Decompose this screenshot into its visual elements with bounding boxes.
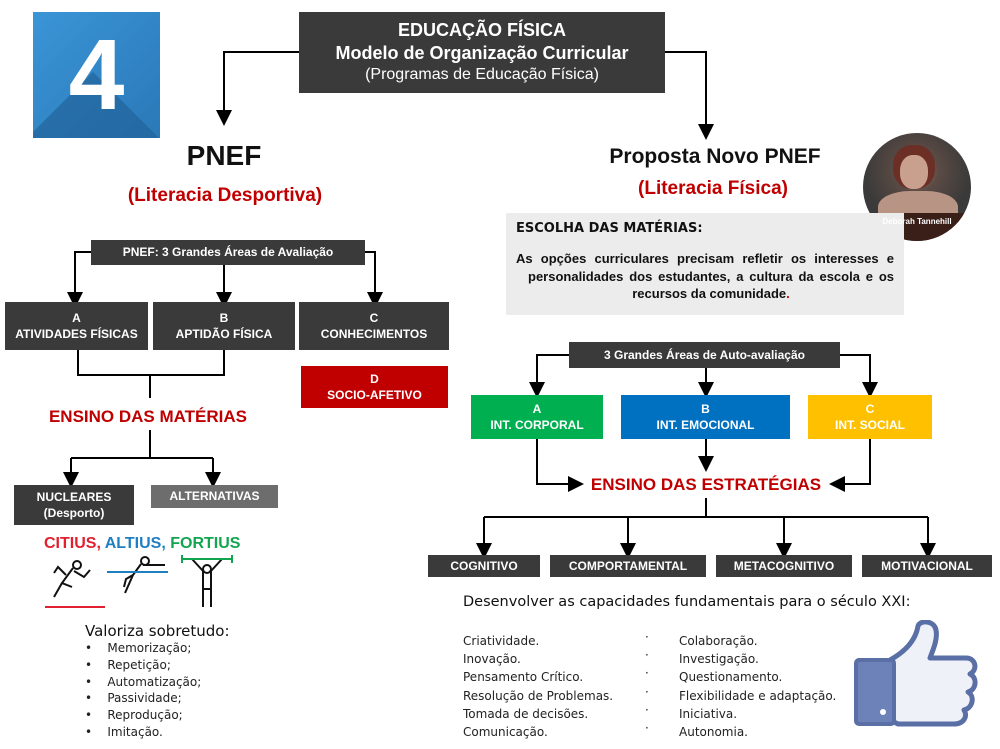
list-item: Autonomia. (679, 725, 748, 740)
list-item: • Automatização; (85, 674, 202, 689)
auto-areas-title: 3 Grandes Áreas de Auto-avaliação (569, 342, 840, 368)
area-letter: C (369, 310, 379, 325)
olympic-motto: CITIUS, ALTIUS, FORTIUS (44, 535, 240, 553)
ensino-estrategias: ENSINO DAS ESTRATÉGIAS (590, 475, 822, 494)
area-label: INT. EMOCIONAL (656, 418, 755, 432)
area-b-box: B APTIDÃO FÍSICA (153, 302, 295, 350)
nucleares-sublabel: (Desporto) (43, 506, 105, 520)
novo-pnef-heading: Proposta Novo PNEF (609, 145, 821, 168)
area-c-box: C CONHECIMENTOS (299, 302, 449, 350)
motto-citius: CITIUS, (44, 535, 101, 552)
area-label: INT. CORPORAL (490, 418, 584, 432)
area-emocional-box: B INT. EMOCIONAL (621, 395, 790, 439)
alternativas-box: ALTERNATIVAS (151, 485, 278, 508)
area-label: SOCIO-AFETIVO (327, 388, 422, 402)
strategy-cognitivo: COGNITIVO (428, 555, 540, 577)
strategy-comportamental: COMPORTAMENTAL (550, 555, 706, 577)
choice-panel: ESCOLHA DAS MATÉRIAS: As opções curricul… (506, 213, 904, 315)
runner-icon (53, 560, 91, 598)
ensino-materias: ENSINO DAS MATÉRIAS (48, 407, 248, 426)
list-item: • Reprodução; (85, 708, 183, 723)
list-item: Comunicação. (463, 725, 548, 740)
choice-period: . (786, 286, 790, 301)
area-letter: A (532, 401, 542, 416)
list-item: Inovação. (463, 652, 521, 667)
pnef-heading: PNEF (186, 140, 262, 171)
title-line2: Modelo de Organização Curricular (335, 43, 629, 64)
strategy-motivacional: MOTIVACIONAL (862, 555, 992, 577)
area-social-box: C INT. SOCIAL (808, 395, 932, 439)
area-label: INT. SOCIAL (834, 418, 905, 432)
title-box: EDUCAÇÃO FÍSICA Modelo de Organização Cu… (299, 12, 665, 93)
list-item: Colaboração. (679, 634, 758, 648)
title-line1: EDUCAÇÃO FÍSICA (397, 19, 566, 40)
high-jumper-icon (123, 556, 165, 594)
choice-title: ESCOLHA DAS MATÉRIAS: (516, 221, 703, 236)
slide-number: 4 (68, 19, 125, 131)
list-item: Criatividade. (463, 634, 540, 648)
values-title: Valoriza sobretudo: (85, 622, 230, 640)
weightlifter-icon (191, 558, 223, 607)
area-corporal-box: A INT. CORPORAL (471, 395, 603, 439)
nucleares-label: NUCLEARES (36, 489, 112, 504)
area-a-box: A ATIVIDADES FÍSICAS (5, 302, 148, 350)
area-d-box: D SOCIO-AFETIVO (301, 366, 448, 408)
list-item: Iniciativa. (679, 706, 738, 721)
list-item: Tomada de decisões. (463, 706, 589, 721)
speaker-caption: Deborah Tannehill (882, 217, 952, 226)
choice-text: As opções curriculares precisam refletir… (516, 251, 894, 301)
list-item: • Memorização; (85, 641, 192, 655)
area-label: CONHECIMENTOS (320, 327, 428, 341)
list-item: • Passividade; (85, 691, 182, 706)
list-item: • Imitação. (85, 724, 163, 739)
title-line3: (Programas de Educação Física) (365, 66, 599, 84)
area-letter: B (219, 310, 229, 325)
list-item: Resolução de Problemas. (463, 688, 614, 703)
list-item: Questionamento. (679, 670, 783, 685)
area-label: APTIDÃO FÍSICA (175, 327, 273, 341)
skills-bullets: ······ (645, 630, 649, 736)
list-item: Pensamento Crítico. (463, 670, 584, 685)
skills-col1: Criatividade. Inovação. Pensamento Críti… (463, 632, 613, 741)
nucleares-box: NUCLEARES (Desporto) (14, 485, 134, 525)
thumbs-up-icon (854, 620, 978, 727)
skills-col2: Colaboração. Investigação. Questionament… (679, 632, 836, 741)
novo-pnef-subheading: (Literacia Física) (638, 178, 788, 199)
slide-number-tile: 4 (33, 12, 160, 138)
sport-pictograms (45, 555, 233, 608)
pnef-areas-title: PNEF: 3 Grandes Áreas de Avaliação (91, 240, 365, 265)
area-letter: A (72, 310, 81, 325)
list-item: • Repetição; (85, 657, 171, 672)
motto-fortius: FORTIUS (170, 535, 241, 552)
values-list: • Memorização; • Repetição; • Automatiza… (85, 640, 201, 741)
area-letter: B (701, 401, 710, 416)
area-letter: C (865, 401, 875, 416)
strategy-metacognitivo: METACOGNITIVO (716, 555, 852, 577)
choice-text-wrap: As opções curriculares precisam refletir… (516, 250, 894, 303)
pnef-subheading: (Literacia Desportiva) (127, 185, 323, 206)
list-item: Investigação. (679, 652, 759, 667)
area-letter: D (370, 371, 379, 386)
area-label: ATIVIDADES FÍSICAS (15, 327, 138, 341)
list-item: Flexibilidade e adaptação. (679, 688, 837, 703)
motto-altius: ALTIUS, (104, 535, 166, 552)
skills-title: Desenvolver as capacidades fundamentais … (463, 594, 911, 610)
